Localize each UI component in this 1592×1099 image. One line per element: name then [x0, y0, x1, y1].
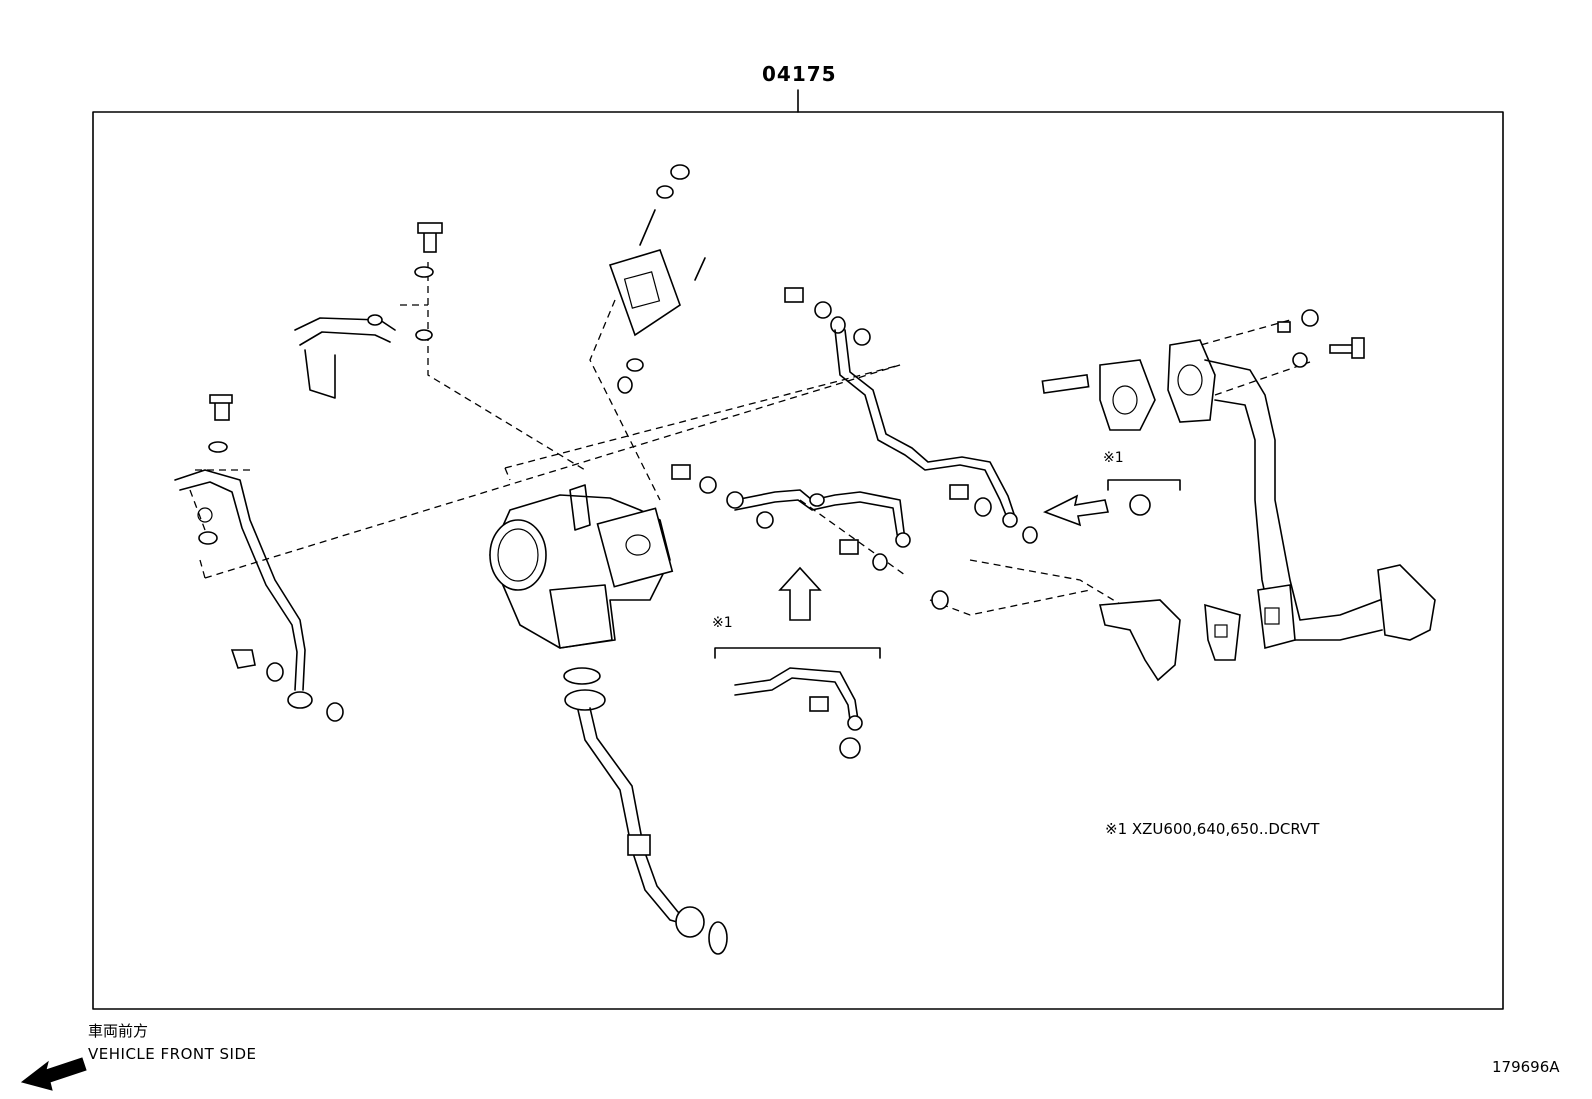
lower-oil-pipe — [563, 667, 728, 955]
applicability-note: ※1 XZU600,640,650..DCRVT — [1105, 820, 1320, 838]
upper-left-pipe — [294, 222, 443, 399]
drawing-id: 179696A — [1492, 1058, 1560, 1076]
turbocharger — [489, 484, 674, 649]
vehicle-front-label-jp: 車両前方 — [88, 1022, 149, 1040]
direction-arrows — [778, 494, 1109, 621]
turbine-flange — [608, 164, 706, 394]
arrow-left-icon — [20, 1057, 87, 1091]
option-group-b — [1107, 479, 1181, 516]
reference-mark: ※1 — [712, 615, 733, 631]
dashed-assembly-lines — [189, 262, 1311, 616]
vehicle-front-label: VEHICLE FRONT SIDE — [88, 1045, 257, 1063]
upper-right-pipe — [784, 287, 1038, 544]
middle-fuel-pipes — [671, 464, 949, 610]
option-group-a — [714, 647, 881, 759]
exhaust-pipe — [1041, 309, 1436, 650]
left-oil-pipe — [174, 394, 344, 722]
lower-right-bracket — [1098, 599, 1241, 682]
assembly-frame — [92, 111, 1504, 1010]
reference-mark: ※1 — [1103, 450, 1124, 466]
part-number: 04175 — [762, 62, 837, 86]
